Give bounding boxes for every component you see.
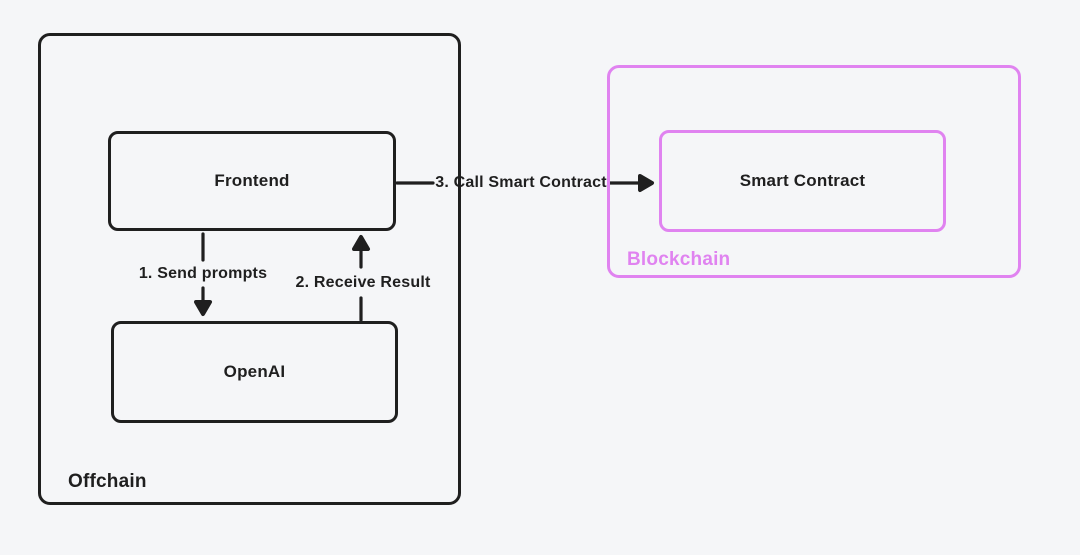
edge-label-receive-result: 2. Receive Result: [295, 274, 431, 291]
arrow-call-smart-contract[interactable]: [395, 174, 654, 192]
arrow-send-prompts[interactable]: [194, 232, 212, 316]
edge-label-send-prompts: 1. Send prompts: [138, 265, 268, 282]
frontend-node-label: Frontend: [214, 171, 290, 190]
openai-node[interactable]: OpenAI: [111, 321, 398, 423]
openai-node-label: OpenAI: [223, 362, 286, 381]
offchain-group[interactable]: [38, 33, 461, 505]
frontend-node[interactable]: Frontend: [108, 131, 396, 231]
blockchain-group-label: Blockchain: [627, 249, 731, 270]
offchain-group-label: Offchain: [68, 471, 147, 492]
arrow-receive-result[interactable]: [352, 235, 370, 322]
arrowhead-right-icon: [638, 174, 654, 192]
blockchain-group[interactable]: [607, 65, 1021, 278]
smart-contract-node[interactable]: Smart Contract: [659, 130, 946, 232]
smart-contract-node-label: Smart Contract: [739, 171, 866, 190]
edge-label-call-smart-contract: 3. Call Smart Contract: [435, 174, 607, 191]
arrowhead-down-icon: [194, 300, 212, 316]
